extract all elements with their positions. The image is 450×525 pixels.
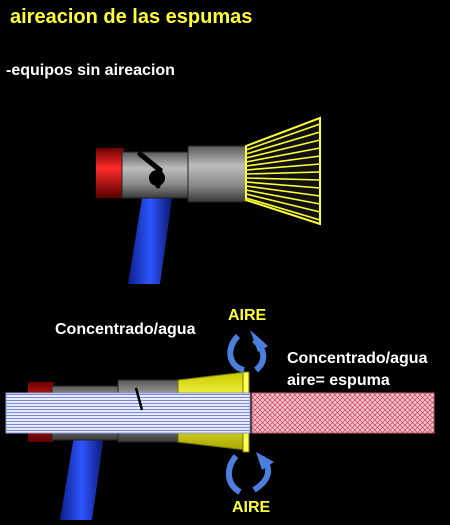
nozzle-top (96, 116, 321, 284)
cone-top (245, 116, 321, 226)
grip-top (128, 198, 172, 284)
collar-top (187, 145, 247, 203)
air-arrow-bottom (226, 452, 274, 495)
cap-top (96, 148, 124, 198)
air-label-top: AIRE (228, 307, 267, 324)
water-stream (5, 392, 251, 434)
inlet-label: Concentrado/agua (55, 321, 196, 338)
grip-bottom (60, 436, 104, 520)
outlet-label-line1: Concentrado/agua (287, 350, 428, 367)
air-arrow-top (227, 330, 268, 373)
foam-stream (251, 392, 435, 434)
page-title: aireacion de las espumas (10, 6, 253, 28)
lever-bottom (134, 387, 144, 411)
outlet-label-line2: aire= espuma (287, 372, 390, 389)
air-label-bottom: AIRE (232, 499, 271, 516)
nozzle-bottom (5, 371, 435, 520)
subtitle: -equipos sin aireacion (6, 62, 175, 79)
